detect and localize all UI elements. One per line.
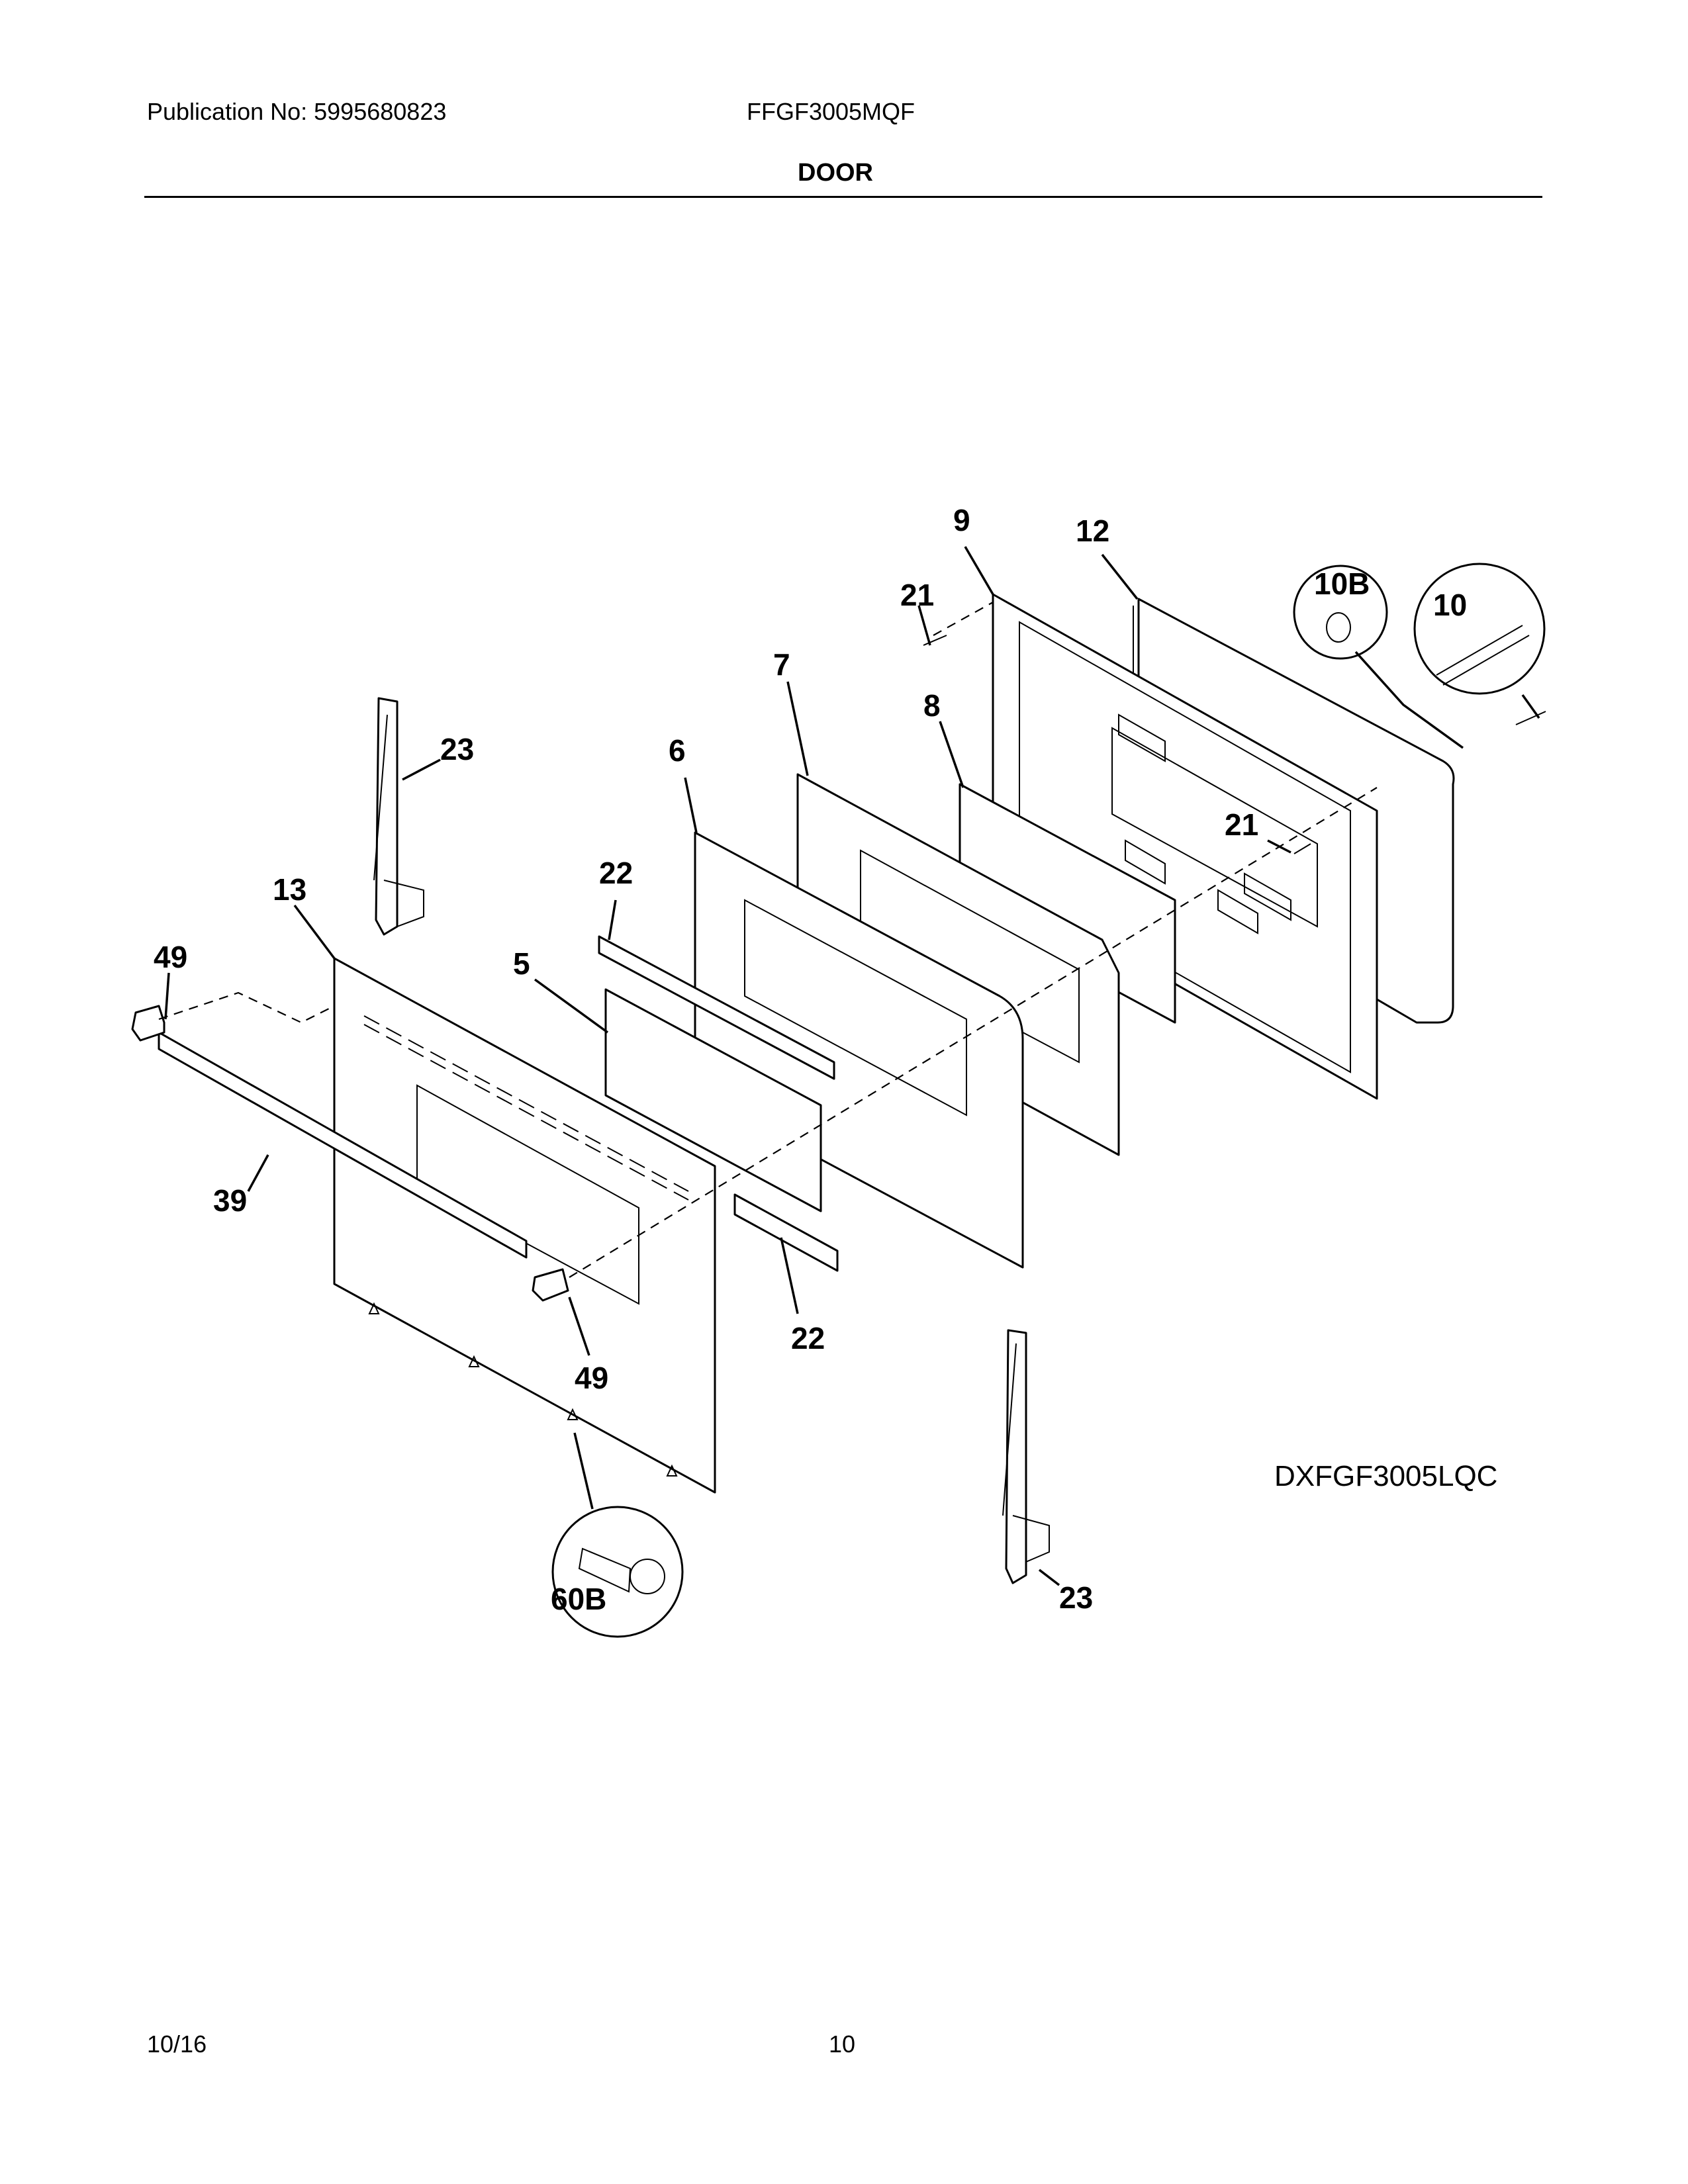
callout-10: 10 — [1433, 588, 1467, 622]
callout-7: 7 — [773, 647, 790, 682]
callout-49-bottom: 49 — [575, 1361, 608, 1395]
detail-circle-10 — [1413, 563, 1546, 725]
drawing-code: DXFGF3005LQC — [1274, 1460, 1497, 1492]
publication-number: Publication No: 5995680823 — [147, 98, 447, 125]
callout-10b: 10B — [1314, 567, 1370, 601]
detail-circle-10b — [1293, 565, 1464, 749]
callout-21-mid: 21 — [1225, 807, 1258, 842]
part-21-fasteners — [923, 635, 1311, 854]
footer-date: 10/16 — [147, 2030, 207, 2058]
callout-22-bottom: 22 — [791, 1321, 825, 1355]
callout-39: 39 — [213, 1183, 247, 1218]
section-title: DOOR — [798, 159, 873, 187]
part-22-lower-bracket — [733, 1193, 839, 1272]
callout-13: 13 — [273, 872, 306, 907]
detail-circle-60b — [551, 1432, 684, 1638]
callout-60b: 60B — [551, 1582, 606, 1616]
callout-8: 8 — [923, 688, 941, 723]
part-6-inner-frame — [694, 831, 1024, 1269]
footer-page-number: 10 — [829, 2030, 856, 2058]
part-22-upper-bracket — [598, 935, 835, 1080]
part-5-glass — [604, 988, 822, 1212]
callout-21-top: 21 — [900, 578, 934, 612]
callout-22-top: 22 — [599, 856, 633, 890]
callout-labels: 9 12 21 10B 10 7 8 23 6 21 22 13 49 5 39… — [154, 503, 1467, 1616]
callout-9: 9 — [953, 503, 970, 537]
leader-lines — [164, 546, 1291, 1586]
header-rule — [144, 196, 1542, 198]
alignment-lines — [158, 602, 1378, 1278]
part-23-hinge-lower — [1002, 1329, 1050, 1584]
part-23-hinge-upper — [373, 697, 424, 936]
door-screws — [368, 1302, 678, 1477]
callout-12: 12 — [1076, 514, 1109, 548]
part-9-inner-door — [992, 593, 1378, 1100]
callout-6: 6 — [669, 733, 686, 768]
part-13-outer-door — [333, 957, 716, 1494]
model-number: FFGF3005MQF — [747, 98, 915, 125]
part-49-end-caps — [131, 1005, 569, 1302]
part-39-trim — [158, 1031, 528, 1259]
callout-23-bottom: 23 — [1059, 1580, 1093, 1615]
callout-23-top: 23 — [440, 732, 474, 766]
callout-5: 5 — [513, 946, 530, 981]
callout-49-left: 49 — [154, 940, 187, 974]
